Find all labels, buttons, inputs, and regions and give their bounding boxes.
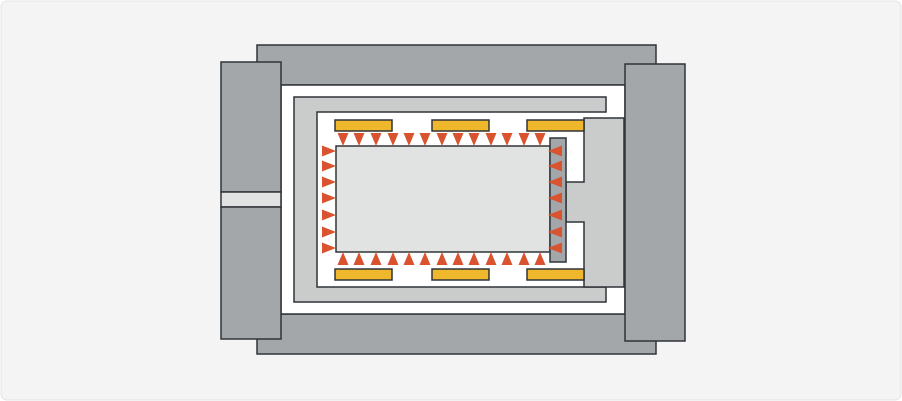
inner-liner bbox=[293, 96, 607, 303]
flux-arrow bbox=[534, 252, 546, 265]
flux-arrow bbox=[452, 133, 464, 146]
flux-arrow bbox=[337, 133, 349, 146]
flux-arrow bbox=[322, 145, 336, 157]
flux-arrow bbox=[468, 133, 480, 146]
flux-arrow bbox=[322, 160, 336, 172]
flux-arrow bbox=[370, 252, 382, 265]
flux-arrow bbox=[353, 133, 365, 146]
heater-bar bbox=[431, 268, 490, 281]
flux-arrow bbox=[468, 252, 480, 265]
housing-bottom-block bbox=[256, 313, 657, 355]
flux-arrow bbox=[485, 133, 497, 146]
flux-arrow bbox=[501, 252, 513, 265]
heater-bar bbox=[526, 119, 585, 132]
heater-bars bbox=[334, 119, 585, 281]
flux-arrow bbox=[419, 252, 431, 265]
housing-right-block bbox=[624, 63, 686, 342]
housing-top-block bbox=[256, 44, 657, 86]
flux-arrow bbox=[322, 176, 336, 188]
door-plug bbox=[565, 117, 625, 288]
flux-arrow bbox=[436, 252, 448, 265]
flux-arrow bbox=[485, 252, 497, 265]
flux-arrow bbox=[322, 226, 336, 238]
flux-arrow bbox=[436, 133, 448, 146]
heater-bar bbox=[334, 268, 393, 281]
flux-arrow bbox=[322, 192, 336, 204]
heater-bar bbox=[431, 119, 490, 132]
flux-arrow bbox=[501, 133, 513, 146]
flux-arrow bbox=[322, 242, 336, 254]
flux-arrow bbox=[534, 133, 546, 146]
housing-left-top-block bbox=[220, 61, 282, 193]
flux-arrow bbox=[452, 252, 464, 265]
flux-arrow bbox=[548, 145, 562, 157]
flux-arrow bbox=[548, 192, 562, 204]
flux-arrow bbox=[518, 252, 530, 265]
heater-bar bbox=[526, 268, 585, 281]
flux-arrow bbox=[403, 133, 415, 146]
flux-arrow bbox=[403, 252, 415, 265]
flux-arrow bbox=[387, 133, 399, 146]
flux-arrow bbox=[548, 242, 562, 254]
flux-arrows bbox=[322, 133, 562, 265]
flux-arrow bbox=[387, 252, 399, 265]
heater-bar bbox=[334, 119, 393, 132]
flux-arrow bbox=[337, 252, 349, 265]
flux-arrow bbox=[419, 133, 431, 146]
flux-arrow bbox=[548, 176, 562, 188]
housing-left-gap bbox=[220, 191, 282, 208]
flux-arrow bbox=[548, 160, 562, 172]
flux-arrow bbox=[370, 133, 382, 146]
flux-arrow bbox=[548, 226, 562, 238]
housing-left-bottom-block bbox=[220, 206, 282, 340]
flux-arrow bbox=[548, 209, 562, 221]
flux-arrow bbox=[322, 209, 336, 221]
inner-cavity bbox=[335, 145, 551, 253]
flux-arrow bbox=[353, 252, 365, 265]
flux-arrow bbox=[518, 133, 530, 146]
